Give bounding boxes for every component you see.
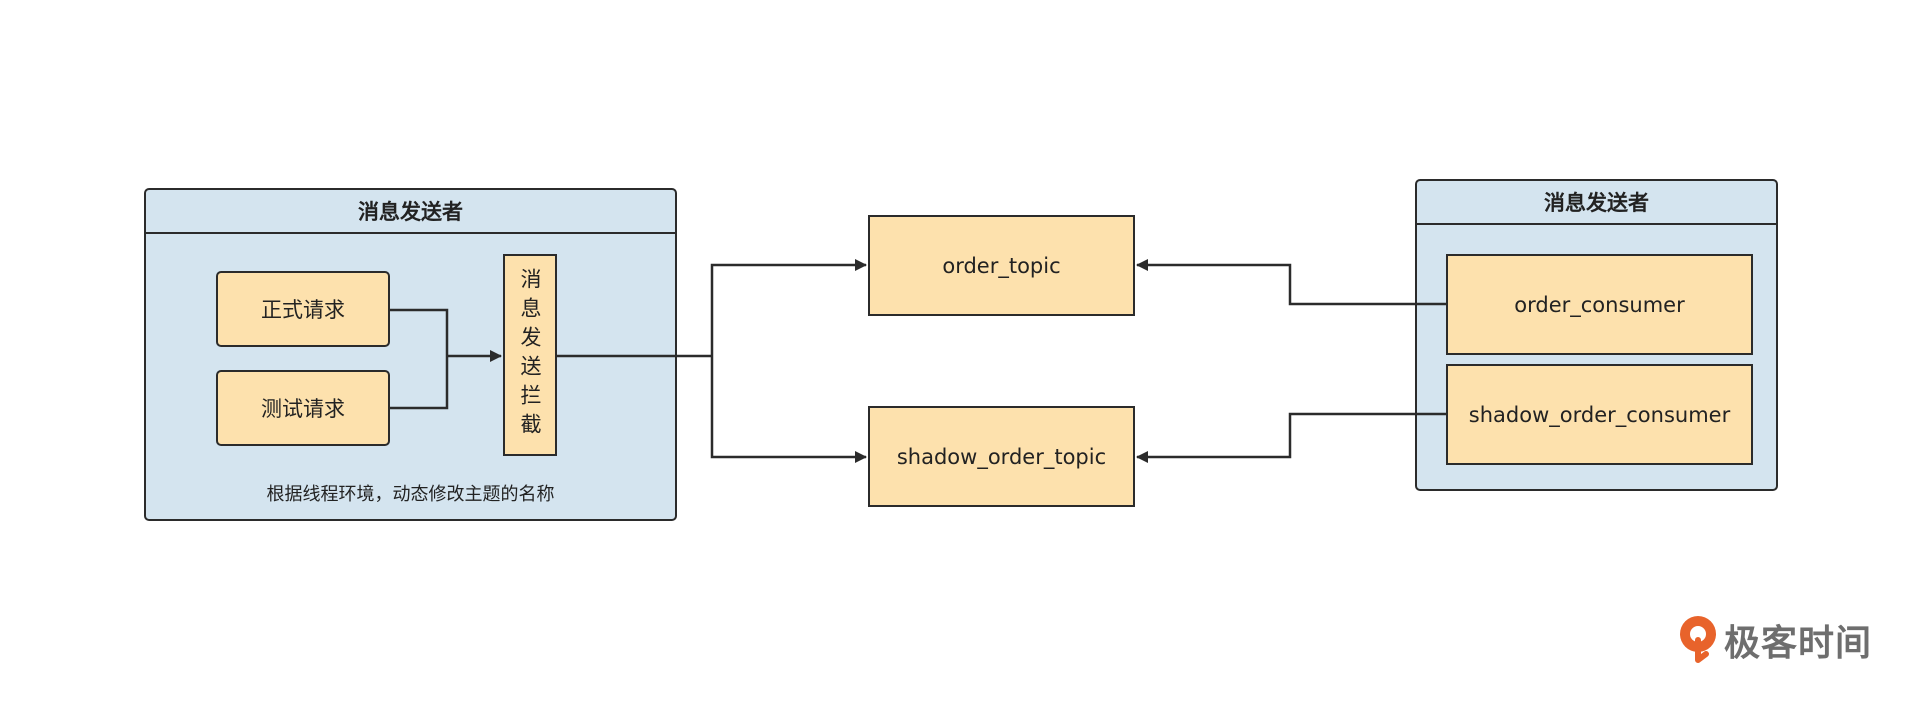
order-topic-box: order_topic: [868, 215, 1135, 316]
arrow-to-order-topic: [710, 259, 867, 356]
message-send-interceptor-box: 消息发送拦截: [503, 254, 557, 456]
sender-container-title: 消息发送者: [146, 190, 675, 234]
arrow-order-consumer-to-topic: [1136, 259, 1446, 306]
order-consumer-box: order_consumer: [1446, 254, 1753, 355]
sender-container: 消息发送者: [144, 188, 677, 521]
geektime-logo-icon: [1680, 616, 1716, 663]
test-request-box: 测试请求: [216, 370, 390, 446]
sender-container-note: 根据线程环境，动态修改主题的名称: [266, 484, 555, 505]
shadow-order-topic-box: shadow_order_topic: [868, 406, 1135, 507]
formal-request-box: 正式请求: [216, 271, 390, 347]
connector-formal-to-merge: [390, 308, 449, 356]
interceptor-label: 消息发送拦截: [518, 268, 542, 442]
geektime-logo: 极客时间: [1676, 614, 1872, 666]
consumer-container-title: 消息发送者: [1417, 181, 1776, 225]
connector-test-to-merge: [390, 356, 449, 410]
geektime-logo-text: 极客时间: [1724, 623, 1873, 664]
arrow-shadow-consumer-to-topic: [1136, 412, 1446, 463]
arrow-to-shadow-order-topic: [710, 356, 867, 463]
shadow-order-consumer-box: shadow_order_consumer: [1446, 364, 1753, 465]
